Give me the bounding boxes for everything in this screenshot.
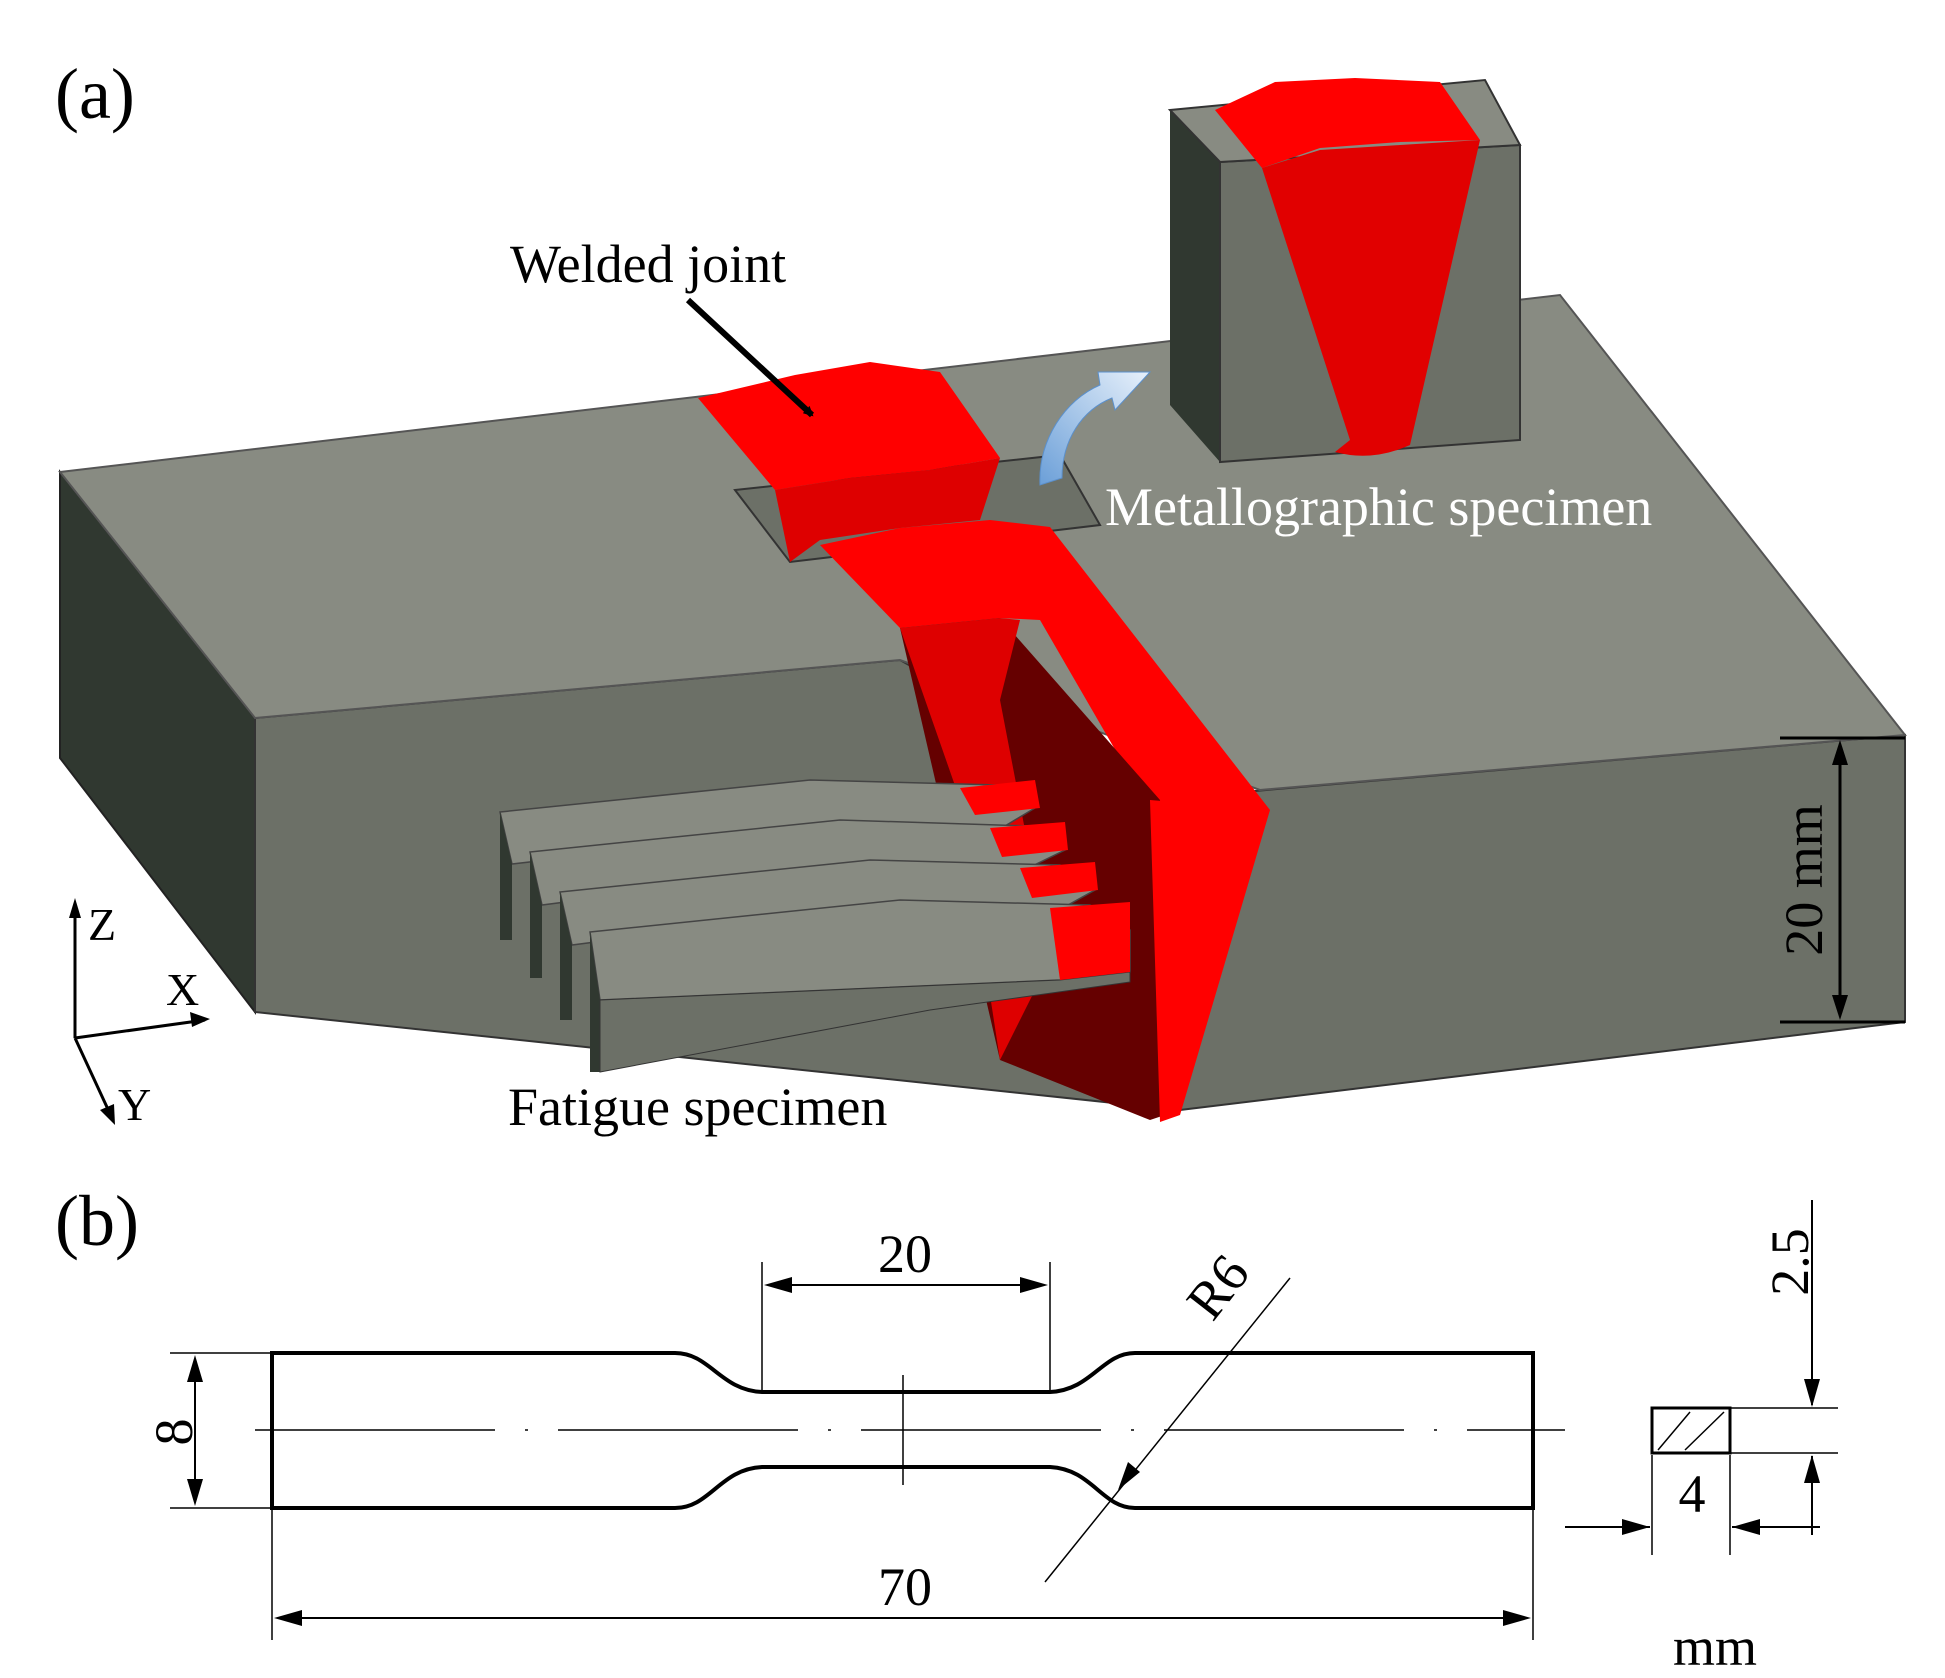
axis-x-label: X: [166, 964, 199, 1015]
panel-a: (a): [55, 54, 1907, 1137]
total-length-dimension: 70: [271, 1510, 1534, 1640]
height-dimension: 20 mm: [1774, 736, 1905, 1024]
width-dimension: 8: [144, 1352, 270, 1509]
metallographic-specimen-label: Metallographic specimen: [1105, 477, 1652, 537]
axis-y-label: Y: [118, 1079, 151, 1130]
radius-label: R6: [1175, 1244, 1261, 1331]
met-weld-root: [1335, 438, 1410, 456]
metallographic-specimen: [1167, 78, 1522, 464]
cross-section: 2.5 4 mm: [1565, 1200, 1838, 1677]
weld-cap-front: [775, 458, 1000, 562]
section-width-label: 4: [1679, 1464, 1706, 1524]
weld-strip-face: [1150, 800, 1270, 1122]
weld-cap-top: [698, 362, 1000, 490]
met-left-face: [1170, 110, 1220, 462]
thickness-label: 2.5: [1760, 1228, 1820, 1296]
cross-section-rect: [1650, 1406, 1732, 1455]
gauge-length-label: 20: [878, 1224, 932, 1284]
met-weld-top: [1215, 78, 1480, 168]
panel-b-label: (b): [55, 1181, 139, 1261]
total-length-label: 70: [878, 1557, 932, 1617]
fatigue-specimen-4: [589, 899, 1131, 1073]
fatigue-specimen-label: Fatigue specimen: [508, 1077, 887, 1137]
gauge-length-dimension: 20: [761, 1224, 1051, 1390]
width-label: 8: [144, 1419, 204, 1446]
weld-strip-top: [820, 520, 1270, 810]
axis-triad: Z X Y: [69, 898, 210, 1130]
met-weld-section: [1262, 140, 1480, 452]
axis-z-label: Z: [88, 899, 116, 950]
fatigue-specimens: [499, 779, 1131, 1073]
height-dimension-label: 20 mm: [1774, 804, 1834, 956]
extraction-arrow: [1039, 371, 1152, 486]
specimen-outline: [270, 1351, 1535, 1510]
panel-b: (b) 20 R6 8: [55, 1181, 1838, 1677]
unit-label: mm: [1673, 1617, 1757, 1677]
welded-joint-label: Welded joint: [510, 234, 786, 294]
panel-a-label: (a): [55, 54, 135, 134]
radius-dimension: R6: [1044, 1244, 1291, 1583]
welded-joint-arrow: [685, 297, 815, 418]
